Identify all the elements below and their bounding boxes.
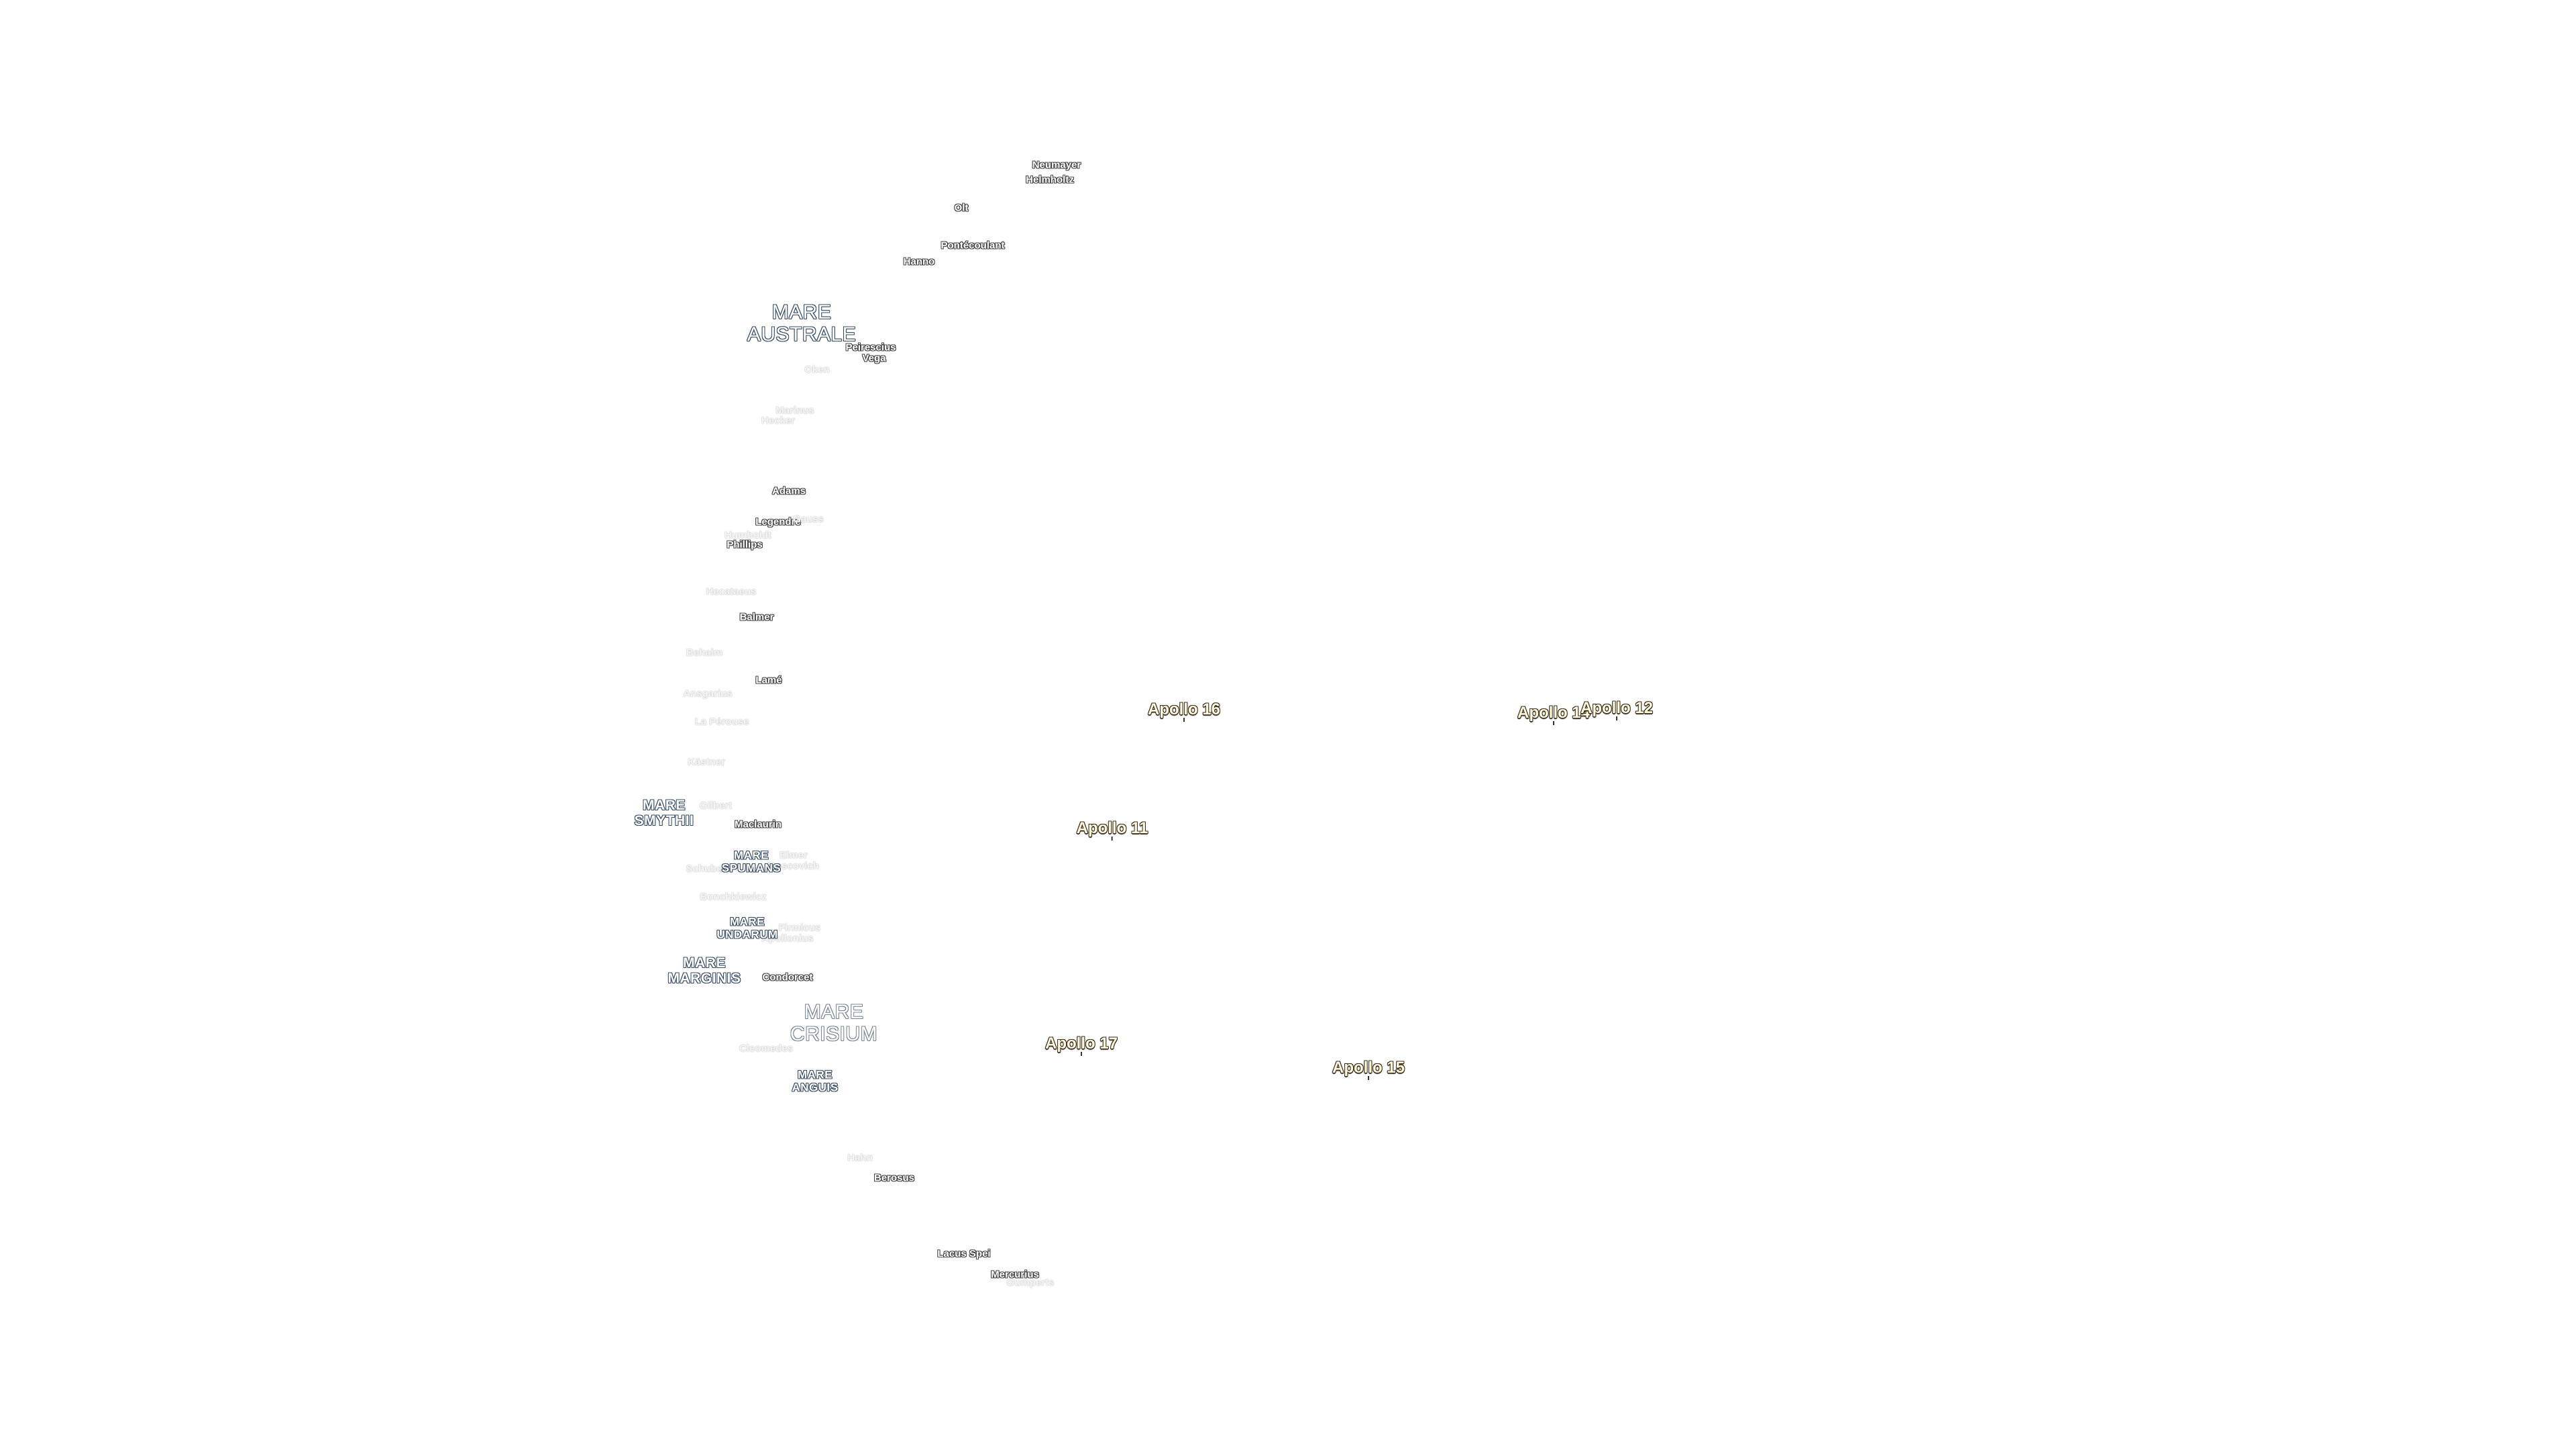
crater-label[interactable]: Gilbert: [699, 800, 733, 812]
crater-label[interactable]: Legendre: [755, 516, 801, 528]
mare-line1: MARE: [771, 301, 832, 323]
crater-label[interactable]: Kästner: [688, 756, 725, 768]
mare-label-crisium[interactable]: MARE CRISIUM: [790, 1001, 877, 1045]
apollo-site-name: Apollo 16: [1147, 700, 1221, 718]
crater-label[interactable]: Schubert: [686, 863, 730, 875]
apollo-site-label[interactable]: Apollo 15: [1332, 1059, 1405, 1080]
crater-label[interactable]: Bonchkiewicz: [700, 891, 767, 903]
crater-label[interactable]: Phillips: [727, 539, 763, 551]
apollo-site-label[interactable]: Apollo 16: [1147, 700, 1221, 722]
apollo-site-label[interactable]: Apollo 17: [1044, 1034, 1118, 1056]
mare-line2: SPUMANS: [721, 861, 782, 874]
crater-label[interactable]: Humboldt: [724, 529, 771, 541]
landing-site-marker-icon: [1552, 721, 1554, 725]
crater-label[interactable]: Firmicus: [778, 922, 821, 934]
mare-line1: MARE: [729, 915, 765, 928]
mare-line2: CRISIUM: [790, 1023, 878, 1045]
mare-label-undarum[interactable]: MARE UNDARUM: [716, 916, 777, 941]
crater-label[interactable]: Lamé: [755, 674, 782, 686]
mare-line2: UNDARUM: [716, 928, 778, 941]
crater-label[interactable]: Marinus: [775, 405, 814, 417]
mare-label-anguis[interactable]: MARE ANGUIS: [792, 1069, 838, 1093]
mare-line1: MARE: [733, 849, 769, 862]
mare-label-spumans[interactable]: MARE SPUMANS: [722, 849, 782, 874]
landing-site-marker-icon: [1615, 716, 1617, 720]
crater-label[interactable]: Hecataeus: [706, 586, 757, 598]
crater-label[interactable]: Lacus Spei: [937, 1248, 991, 1260]
crater-label[interactable]: Helmholtz: [1026, 174, 1074, 186]
apollo-site-name: Apollo 15: [1332, 1059, 1405, 1077]
landing-site-marker-icon: [1080, 1052, 1082, 1056]
apollo-site-label[interactable]: Apollo 11: [1076, 819, 1148, 841]
mare-label-australe[interactable]: MARE AUSTRALE: [747, 301, 856, 345]
apollo-site-name: Apollo 12: [1580, 699, 1654, 717]
crater-label[interactable]: Gumperts: [1006, 1277, 1055, 1289]
crater-label[interactable]: Boscovich: [768, 860, 819, 872]
crater-label[interactable]: Behaim: [686, 647, 723, 659]
crater-label[interactable]: Neumayer: [1032, 159, 1081, 171]
mare-line2: AUSTRALE: [747, 323, 857, 345]
mare-line1: MARE: [797, 1068, 833, 1081]
mare-line2: MARGINIS: [667, 971, 741, 986]
landing-site-marker-icon: [1112, 837, 1113, 841]
mare-line2: SMYTHII: [634, 813, 694, 828]
crater-label[interactable]: Hecker: [761, 415, 796, 427]
apollo-site-label[interactable]: Apollo 14: [1517, 704, 1591, 725]
crater-label[interactable]: Maclaurin: [734, 818, 782, 830]
crater-label[interactable]: Hahn: [847, 1152, 873, 1164]
mare-line1: MARE: [643, 797, 686, 813]
crater-label[interactable]: Condorcet: [762, 971, 813, 983]
crater-label[interactable]: Hanno: [903, 256, 935, 268]
apollo-site-name: Apollo 14: [1517, 704, 1591, 722]
apollo-site-label[interactable]: Apollo 12: [1580, 699, 1654, 720]
crater-label[interactable]: Gauss: [793, 513, 824, 525]
crater-label[interactable]: Pontécoulant: [941, 239, 1005, 252]
crater-label[interactable]: Vega: [862, 352, 886, 364]
mare-line1: MARE: [683, 955, 726, 971]
mare-label-smythii[interactable]: MARE SMYTHII: [635, 798, 694, 828]
crater-label[interactable]: Berosus: [873, 1172, 915, 1184]
mare-line1: MARE: [804, 1001, 864, 1023]
apollo-site-name: Apollo 11: [1076, 819, 1148, 837]
crater-label[interactable]: Adams: [771, 485, 806, 497]
landing-site-marker-icon: [1367, 1076, 1369, 1080]
crater-label[interactable]: Oken: [804, 364, 830, 376]
mare-line2: ANGUIS: [792, 1081, 839, 1093]
crater-label[interactable]: La Pérouse: [694, 716, 749, 728]
crater-label[interactable]: Peirescius: [845, 341, 896, 354]
crater-label[interactable]: Mercurius: [991, 1269, 1039, 1281]
crater-label[interactable]: Balmer: [739, 611, 774, 623]
crater-label[interactable]: Apollonius: [761, 932, 814, 945]
crater-label[interactable]: Olt: [954, 202, 969, 214]
landing-site-marker-icon: [1183, 718, 1185, 722]
crater-label[interactable]: Ansgarius: [683, 688, 733, 700]
crater-label[interactable]: Elmer: [780, 849, 808, 861]
apollo-site-name: Apollo 17: [1044, 1034, 1118, 1053]
crater-label[interactable]: Cleomedes: [739, 1042, 794, 1055]
mare-label-marginis[interactable]: MARE MARGINIS: [668, 955, 741, 986]
